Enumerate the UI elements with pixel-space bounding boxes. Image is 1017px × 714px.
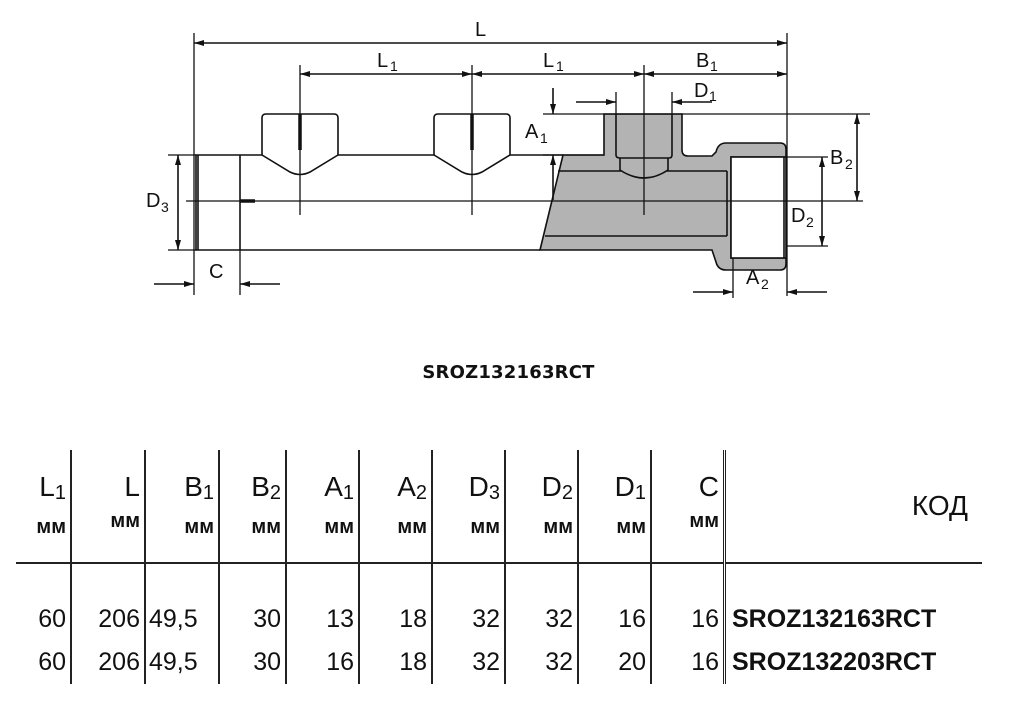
cell-code: SROZ132163RCT [723,598,982,640]
model-title: SROZ132163RCT [422,362,595,383]
svg-text:1: 1 [390,58,398,74]
svg-text:2: 2 [761,276,769,292]
svg-text:1: 1 [710,58,718,74]
cell-C: 16 [650,640,725,684]
cell-D3: 32 [431,640,505,684]
cell-L: 206 [70,598,145,640]
cell-B2: 30 [218,598,286,640]
cell-B1: 49,5 [144,598,219,640]
svg-text:D: D [146,190,160,212]
table-row: 60 206 49,5 30 16 18 32 32 20 16 SROZ132… [16,640,982,684]
shaded-tee-body [538,113,787,271]
cell-D2: 32 [504,598,578,640]
dim-label-C: C [209,261,223,283]
cell-A2: 18 [358,598,432,640]
cell-A1: 13 [285,598,359,640]
svg-text:L: L [543,50,554,72]
cell-L1: 60 [38,648,66,676]
dim-label-L: L [475,19,486,41]
cell-B2: 30 [218,640,286,684]
svg-text:D: D [694,80,708,102]
col-header-code: КОД [723,450,982,564]
cell-L1: 60 [38,605,66,633]
cell-code: SROZ132203RCT [723,640,982,684]
cell-C: 16 [650,598,725,640]
cell-D2: 32 [504,640,578,684]
cell-A1: 16 [285,640,359,684]
cell-A2: 18 [358,640,432,684]
cell-D1: 16 [577,598,651,640]
svg-text:2: 2 [845,156,853,172]
svg-text:2: 2 [806,214,814,230]
svg-text:L: L [377,50,388,72]
svg-text:1: 1 [556,58,564,74]
svg-text:3: 3 [161,199,169,215]
svg-text:D: D [791,205,805,227]
svg-text:1: 1 [540,130,548,146]
svg-text:B: B [696,50,709,72]
cell-B1: 49,5 [144,640,219,684]
cell-L: 206 [70,640,145,684]
svg-text:A: A [525,121,539,143]
table-row: 60 206 49,5 30 13 18 32 32 16 16 SROZ132… [16,598,982,640]
svg-text:B: B [830,147,843,169]
cell-D1: 20 [577,640,651,684]
cell-D3: 32 [431,598,505,640]
svg-text:1: 1 [709,88,717,104]
spacer-row [16,563,982,598]
svg-text:A: A [746,267,760,289]
